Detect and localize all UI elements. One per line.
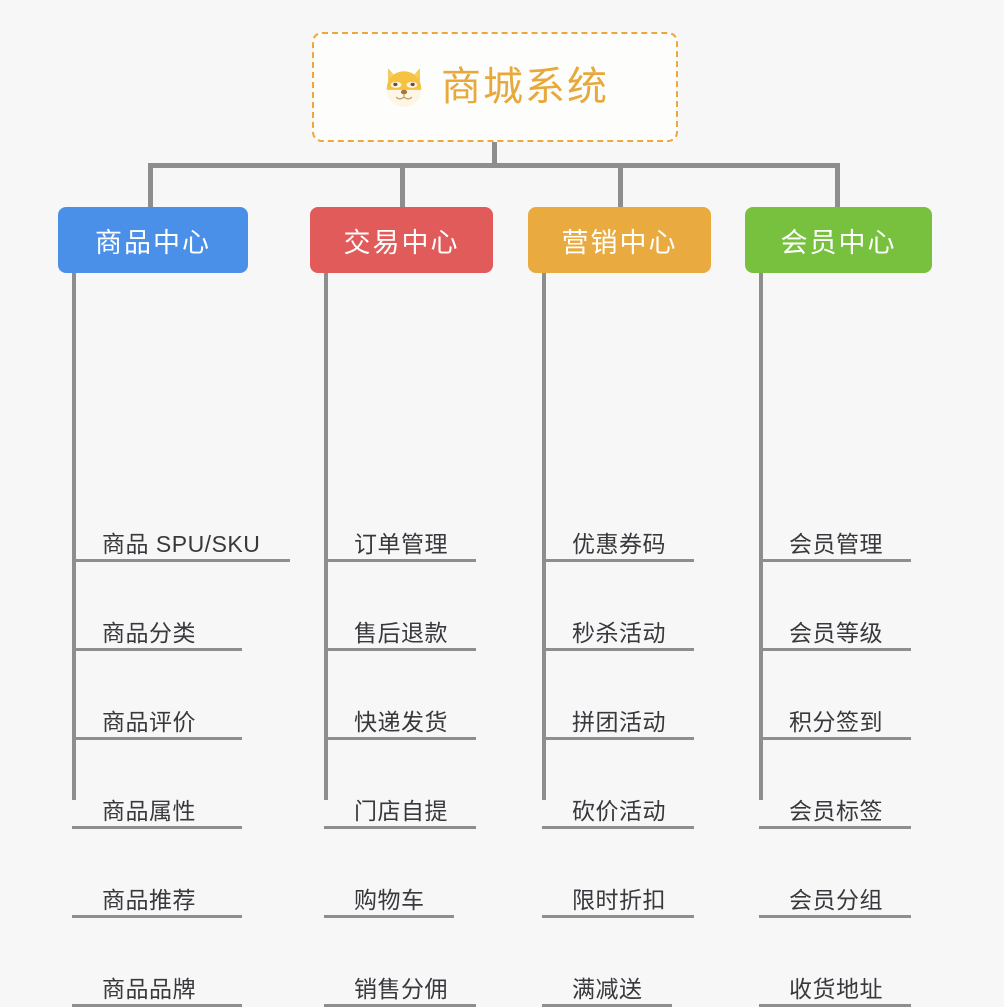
leaf-label: 优惠券码: [572, 530, 666, 557]
branch-column-1: 商品中心 商品 SPU/SKU 商品分类 商品评价 商品属性 商品推荐 商品品牌: [58, 207, 290, 1007]
mindmap-canvas: 商城系统 商品中心 商品 SPU/SKU 商品分类 商品评价 商品属性 商品推荐…: [58, 32, 932, 1007]
connector-drop-3: [618, 163, 623, 209]
branch-header-1[interactable]: 商品中心: [58, 207, 248, 273]
branch-header-label-1: 商品中心: [95, 227, 211, 258]
leaf-label: 限时折扣: [572, 886, 666, 913]
leaf-item[interactable]: 满减送: [542, 959, 672, 1007]
leaf-item[interactable]: 商品评价: [72, 692, 242, 740]
leaf-label: 砍价活动: [572, 797, 666, 824]
leaf-item[interactable]: 订单管理: [324, 514, 476, 562]
branch-header-3[interactable]: 营销中心: [528, 207, 711, 273]
leaf-label: 秒杀活动: [572, 619, 666, 646]
branch-header-label-3: 营销中心: [561, 227, 678, 258]
root-node[interactable]: 商城系统: [312, 32, 678, 142]
leaf-item[interactable]: 会员等级: [759, 603, 911, 651]
connector-drop-2: [400, 163, 405, 209]
leaf-label: 会员分组: [789, 886, 883, 913]
connector-horizontal-bus: [148, 163, 840, 168]
leaf-label: 快递发货: [354, 708, 448, 735]
leaf-label: 销售分佣: [354, 975, 448, 1002]
leaf-label: 商品推荐: [102, 886, 196, 913]
leaf-item[interactable]: 积分签到: [759, 692, 911, 740]
branch-header-label-2: 交易中心: [343, 227, 460, 258]
leaf-label: 会员等级: [789, 619, 883, 646]
branch-header-4[interactable]: 会员中心: [745, 207, 932, 273]
branch-trunk-1: [72, 273, 76, 800]
branch-trunk-2: [324, 273, 328, 800]
leaf-item[interactable]: 销售分佣: [324, 959, 476, 1007]
leaf-item[interactable]: 商品属性: [72, 781, 242, 829]
branch-trunk-3: [542, 273, 546, 800]
leaf-label: 拼团活动: [572, 708, 666, 735]
leaf-item[interactable]: 会员标签: [759, 781, 911, 829]
branch-column-3: 营销中心 优惠券码 秒杀活动 拼团活动 砍价活动 限时折扣 满减送: [528, 207, 711, 1007]
connector-drop-1: [148, 163, 153, 209]
leaf-label: 积分签到: [789, 708, 883, 735]
leaf-label: 满减送: [572, 975, 643, 1002]
leaf-label: 会员管理: [789, 530, 883, 557]
leaf-item[interactable]: 商品分类: [72, 603, 242, 651]
leaf-label: 商品评价: [102, 708, 196, 735]
leaf-item[interactable]: 售后退款: [324, 603, 476, 651]
branch-column-2: 交易中心 订单管理 售后退款 快递发货 门店自提 购物车 销售分佣: [310, 207, 493, 1007]
leaf-label: 会员标签: [789, 797, 883, 824]
leaf-item[interactable]: 商品品牌: [72, 959, 242, 1007]
branch-column-4: 会员中心 会员管理 会员等级 积分签到 会员标签 会员分组 收货地址: [745, 207, 932, 1007]
leaf-item[interactable]: 优惠券码: [542, 514, 694, 562]
branch-header-label-4: 会员中心: [780, 227, 897, 258]
leaf-label: 收货地址: [789, 975, 883, 1002]
connector-drop-4: [835, 163, 840, 209]
branch-trunk-4: [759, 273, 763, 800]
leaf-item[interactable]: 砍价活动: [542, 781, 694, 829]
leaf-item[interactable]: 商品推荐: [72, 870, 242, 918]
connector-root-stem: [492, 142, 497, 166]
leaf-label: 购物车: [354, 886, 425, 913]
leaf-label: 门店自提: [354, 797, 448, 824]
leaf-label: 商品品牌: [102, 975, 196, 1002]
leaf-label: 商品属性: [102, 797, 196, 824]
leaf-item[interactable]: 拼团活动: [542, 692, 694, 740]
leaf-label: 商品 SPU/SKU: [102, 530, 261, 557]
leaf-item[interactable]: 秒杀活动: [542, 603, 694, 651]
leaf-label: 售后退款: [354, 619, 448, 646]
leaf-item[interactable]: 门店自提: [324, 781, 476, 829]
root-title: 商城系统: [441, 65, 609, 109]
leaf-label: 订单管理: [354, 530, 448, 557]
shiba-dog-face-icon: [381, 64, 427, 110]
leaf-label: 商品分类: [102, 619, 196, 646]
leaf-item[interactable]: 商品 SPU/SKU: [72, 514, 290, 562]
leaf-item[interactable]: 限时折扣: [542, 870, 694, 918]
leaf-item[interactable]: 购物车: [324, 870, 454, 918]
leaf-item[interactable]: 收货地址: [759, 959, 911, 1007]
leaf-item[interactable]: 会员分组: [759, 870, 911, 918]
leaf-item[interactable]: 会员管理: [759, 514, 911, 562]
leaf-item[interactable]: 快递发货: [324, 692, 476, 740]
branch-header-2[interactable]: 交易中心: [310, 207, 493, 273]
